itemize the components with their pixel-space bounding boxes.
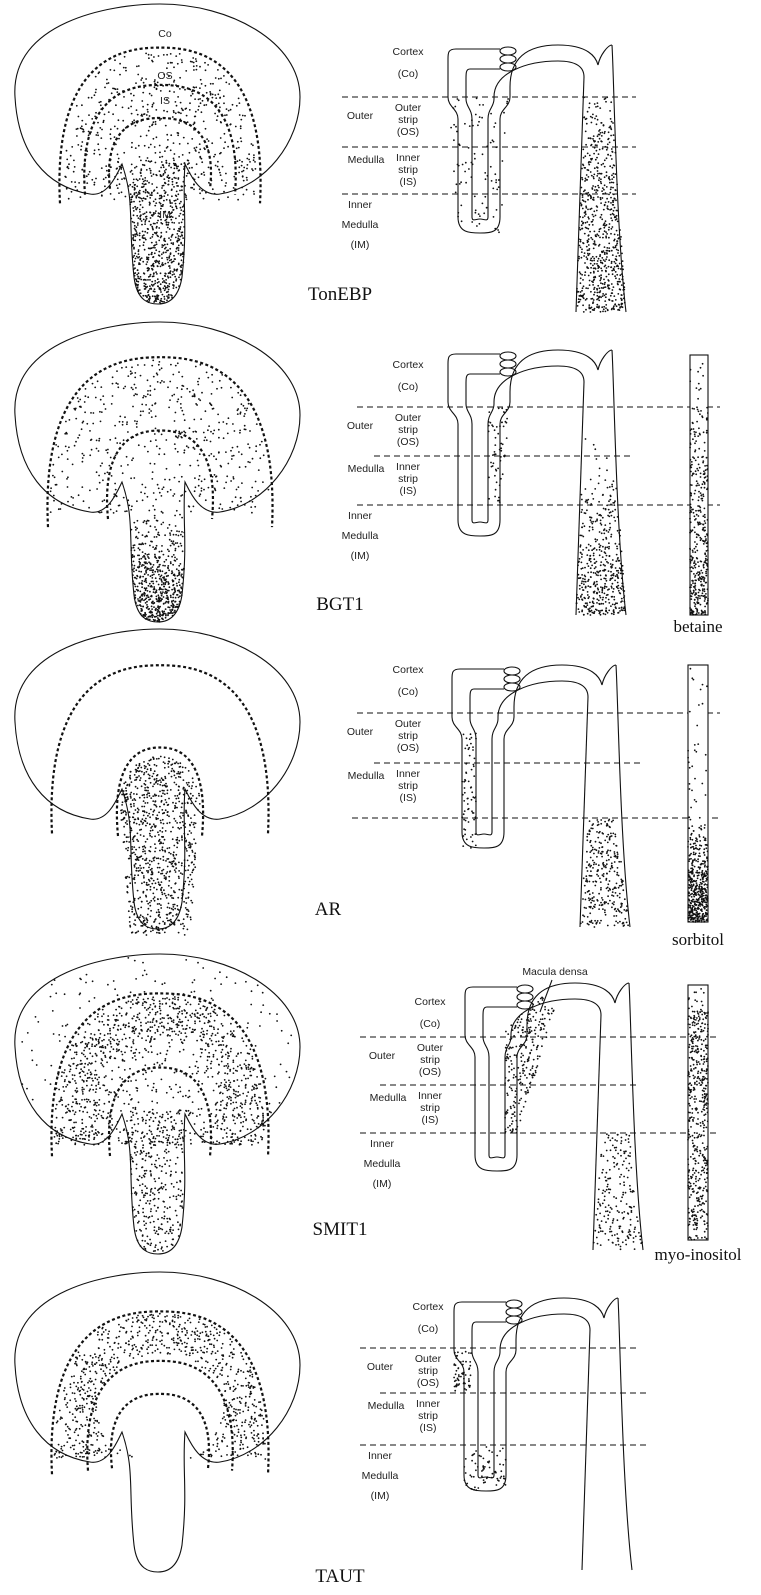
zone-inner-medulla-0: Inner [370, 1138, 394, 1150]
zone-medulla: Medulla [348, 463, 385, 475]
zone-outer: Outer [347, 726, 374, 738]
zone-inner-medulla-0: Inner [348, 199, 372, 211]
collecting-duct-stipple [580, 819, 629, 928]
zone-inner-strip-0: Inner [416, 1398, 440, 1410]
zone-inner-strip-2: (IS) [400, 485, 417, 497]
panel-title: BGT1 [316, 594, 364, 615]
zone-inner-medulla-0: Inner [348, 510, 372, 522]
zone-inner-strip-1: strip [398, 780, 418, 792]
zone-medulla: Medulla [370, 1092, 407, 1104]
zone-inner-strip-0: Inner [396, 768, 420, 780]
panel-title: TAUT [315, 1566, 365, 1587]
zone-inner-strip-2: (IS) [420, 1422, 437, 1434]
zone-outer-strip-2: (OS) [419, 1066, 441, 1078]
zone-outer-strip-1: strip [398, 424, 418, 436]
annotation-pointer [540, 980, 552, 1012]
zone-cortex-0: Cortex [393, 359, 425, 371]
nephron-diagram [448, 350, 626, 615]
panel-title: SMIT1 [313, 1219, 368, 1240]
zone-cortex-0: Cortex [393, 46, 425, 58]
zone-medulla: Medulla [348, 770, 385, 782]
panel-title: AR [315, 899, 342, 920]
zone-inner-medulla-1: Medulla [342, 219, 379, 231]
zone-medulla: Medulla [368, 1400, 405, 1412]
panel-title: TonEBP [308, 284, 372, 305]
zone-inner-strip-1: strip [420, 1102, 440, 1114]
loop-stipple [504, 997, 554, 1134]
osmolyte-label: sorbitol [672, 930, 724, 949]
zone-outer-strip-0: Outer [395, 412, 422, 424]
loop-stipple [488, 408, 508, 504]
zone-outer-strip-0: Outer [415, 1353, 442, 1365]
kidney-label-os: OS [157, 70, 172, 82]
zone-inner-strip-0: Inner [418, 1090, 442, 1102]
osmolyte-label: betaine [673, 617, 722, 636]
zone-inner-strip-2: (IS) [422, 1114, 439, 1126]
zone-cortex-1: (Co) [418, 1323, 438, 1335]
zone-inner-medulla-1: Medulla [362, 1470, 399, 1482]
zone-outer-strip-2: (OS) [417, 1377, 439, 1389]
osmolyte-label: myo-inositol [655, 1245, 742, 1264]
kidney-outline [15, 954, 300, 1254]
kidney-label-is: IS [160, 95, 170, 107]
zone-inner-medulla-1: Medulla [364, 1158, 401, 1170]
zone-cortex-0: Cortex [415, 996, 447, 1008]
panel-tonebp: CoOSISIMCortex(Co)OuterOuterstrip(OS)Med… [15, 4, 636, 313]
zone-outer: Outer [347, 110, 374, 122]
kidney-outline [15, 4, 300, 304]
zone-outer-strip-2: (OS) [397, 126, 419, 138]
nephron-diagram [465, 983, 643, 1250]
zone-outer-strip-1: strip [398, 730, 418, 742]
zone-cortex-1: (Co) [398, 381, 418, 393]
zone-inner-strip-2: (IS) [400, 792, 417, 804]
zone-outer-strip-0: Outer [395, 718, 422, 730]
zone-inner-strip-0: Inner [396, 152, 420, 164]
zone-inner-strip-1: strip [398, 164, 418, 176]
zone-inner-strip-0: Inner [396, 461, 420, 473]
zone-cortex-1: (Co) [420, 1018, 440, 1030]
annotation-macula-densa: Macula densa [522, 966, 588, 978]
loop-stipple [461, 733, 477, 849]
zone-cortex-1: (Co) [398, 68, 418, 80]
zone-outer-strip-1: strip [418, 1365, 438, 1377]
zone-inner-medulla-2: (IM) [371, 1490, 390, 1502]
kidney-label-co: Co [158, 28, 172, 40]
zone-inner-medulla-1: Medulla [342, 530, 379, 542]
zone-medulla: Medulla [348, 154, 385, 166]
zone-outer-strip-0: Outer [395, 102, 422, 114]
zone-inner-medulla-2: (IM) [351, 239, 370, 251]
zone-inner-medulla-2: (IM) [373, 1178, 392, 1190]
kidney-outline [15, 322, 300, 622]
zone-cortex-0: Cortex [393, 664, 425, 676]
zone-outer-strip-0: Outer [417, 1042, 444, 1054]
zone-outer-strip-2: (OS) [397, 436, 419, 448]
zone-outer-strip-1: strip [420, 1054, 440, 1066]
zone-cortex-0: Cortex [413, 1301, 445, 1313]
loop-stipple [453, 1351, 506, 1491]
zone-inner-strip-2: (IS) [400, 176, 417, 188]
nephron-diagram [454, 1298, 632, 1570]
zone-outer: Outer [369, 1050, 396, 1062]
zone-outer-strip-2: (OS) [397, 742, 419, 754]
kidney-label-im: IM [159, 209, 171, 221]
zone-inner-medulla-0: Inner [368, 1450, 392, 1462]
zone-outer-strip-1: strip [398, 114, 418, 126]
zone-outer: Outer [347, 420, 374, 432]
zone-inner-strip-1: strip [418, 1410, 438, 1422]
zone-inner-strip-1: strip [398, 473, 418, 485]
collecting-duct-stipple [576, 438, 626, 616]
zone-inner-medulla-2: (IM) [351, 550, 370, 562]
zone-cortex-1: (Co) [398, 686, 418, 698]
nephron-diagram [452, 665, 630, 927]
zone-outer: Outer [367, 1361, 394, 1373]
